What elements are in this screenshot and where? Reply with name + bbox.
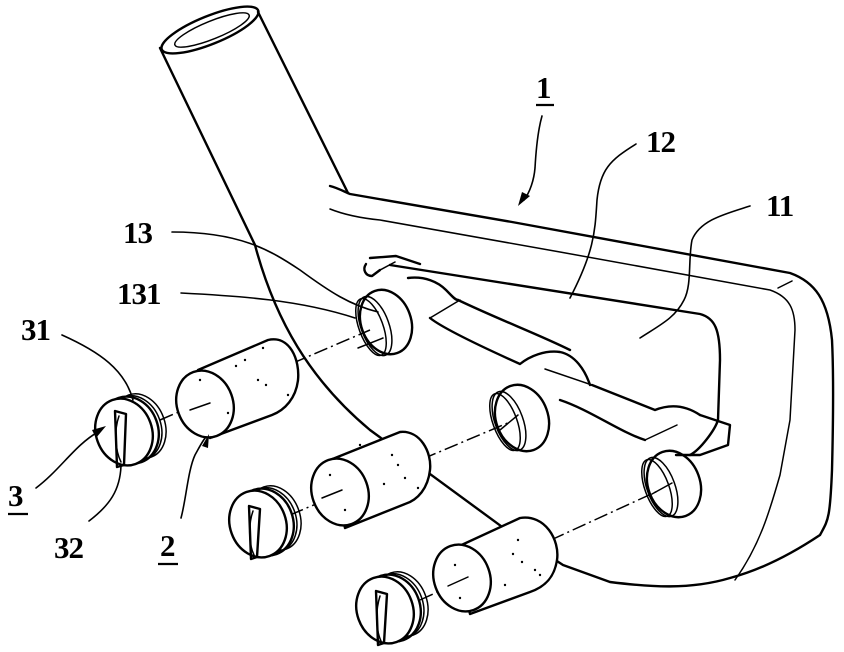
label-cap-thread: 31 [21, 312, 50, 347]
label-main-body: 11 [766, 188, 793, 223]
hosel [158, 5, 350, 247]
leader-lines [35, 115, 751, 522]
weight-2 [310, 430, 432, 530]
label-cap-slot: 32 [54, 530, 84, 565]
label-thread: 131 [117, 276, 161, 311]
weight-hole-2 [489, 383, 551, 453]
weight-hole-1 [355, 288, 414, 357]
screw-cap-3 [355, 571, 429, 647]
label-club-head: 1 [536, 70, 552, 105]
label-weight-hole: 13 [123, 215, 153, 250]
weight-3 [432, 516, 559, 616]
screw-cap-2 [228, 485, 302, 561]
label-screw-cap: 3 [8, 478, 24, 513]
club-head [158, 5, 835, 588]
rib-structure [363, 254, 732, 457]
label-weight: 2 [160, 528, 176, 563]
weight-1 [175, 338, 300, 440]
body-outline [253, 184, 835, 588]
screw-cap-1 [94, 393, 167, 469]
label-rib: 12 [646, 124, 676, 159]
reference-labels: 1 12 11 13 131 31 3 32 2 [8, 70, 794, 566]
weight-hole-3 [641, 449, 703, 519]
